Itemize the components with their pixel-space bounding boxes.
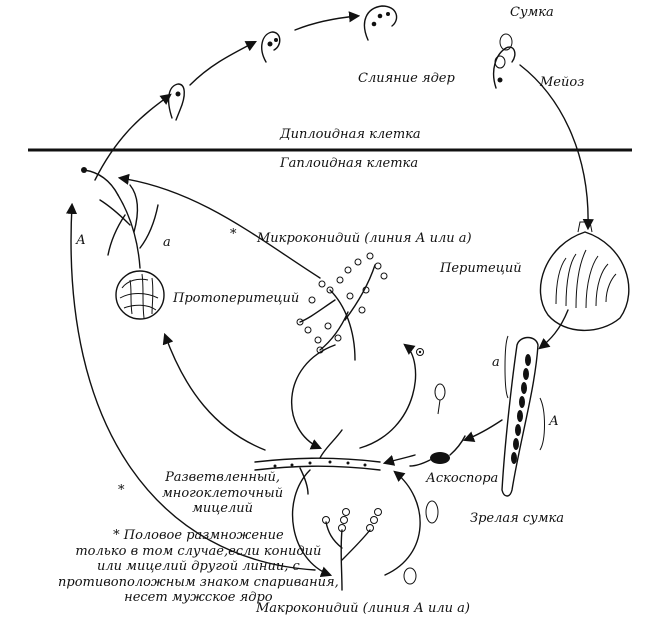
protoperithecium-drawing xyxy=(115,270,165,320)
label-nuclear-fusion: Слияние ядер xyxy=(358,71,455,86)
asterisk-mid: * xyxy=(230,227,237,242)
arrow-microconidium-to-left xyxy=(117,173,321,279)
microconidium-loop-left xyxy=(290,344,336,450)
macroconidium-drawing xyxy=(322,508,382,591)
label-sumka: Сумка xyxy=(510,5,554,20)
young-ascus-3 xyxy=(363,5,398,41)
label-ascospore: Аскоспора xyxy=(426,471,499,486)
microconidium-cluster-drawing xyxy=(296,252,388,361)
ascospore-drawing xyxy=(409,435,466,467)
mature-ascus-drawing xyxy=(501,335,545,497)
label-line-A-left: А xyxy=(76,233,86,248)
label-macroconidium: Макроконидий (линия А или а) xyxy=(256,601,470,616)
label-line-a-ascus: а xyxy=(492,355,500,370)
arrow-to-diploid-cell xyxy=(94,93,172,181)
label-branched-mycelium: Разветвленный, многоклеточный мицелий xyxy=(162,470,284,517)
footnote-sexual-reproduction: * Половое размножение только в том случа… xyxy=(58,528,339,606)
left-mycelium-drawing xyxy=(81,167,159,269)
arrow-ascospore-to-mycelium xyxy=(382,454,416,466)
young-ascus-1 xyxy=(167,83,185,121)
free-microconidium xyxy=(416,348,446,415)
branched-mycelium-drawing xyxy=(254,429,381,495)
label-microconidium: Микроконидий (линия А или а) xyxy=(257,231,472,246)
arrow-mycelium-to-protoperithecium xyxy=(162,332,266,451)
young-ascus-2 xyxy=(261,31,281,63)
arrow-to-perithecium xyxy=(519,64,594,231)
label-line-A-ascus: А xyxy=(549,414,559,429)
arrow-diploid-growth-1 xyxy=(189,40,257,86)
ascus-nuclear-fusion xyxy=(492,33,516,89)
arrow-diploid-growth-2 xyxy=(294,11,361,31)
label-perithecium: Перитеций xyxy=(440,261,522,276)
label-line-a-left: а xyxy=(163,235,171,250)
macroconidium-loop-left xyxy=(291,469,333,578)
arrow-ascus-to-ascospore xyxy=(462,419,503,443)
label-meiosis: Мейоз xyxy=(540,75,585,90)
label-mature-ascus: Зрелая сумка xyxy=(470,511,564,526)
arrow-footnote-to-left xyxy=(65,202,316,571)
label-protoperithecium: Протоперитеций xyxy=(173,291,300,306)
label-diploid-cell: Диплоидная клетка xyxy=(280,127,421,142)
label-haploid-cell: Гаплоидная клетка xyxy=(280,156,419,171)
macroconidium-loop-right xyxy=(384,470,421,576)
free-macroconidium xyxy=(403,500,439,585)
perithecium-drawing xyxy=(539,221,630,332)
microconidium-loop-right xyxy=(359,343,417,449)
asterisk-left: * xyxy=(118,483,125,498)
arrow-to-mature-ascus xyxy=(538,309,569,350)
